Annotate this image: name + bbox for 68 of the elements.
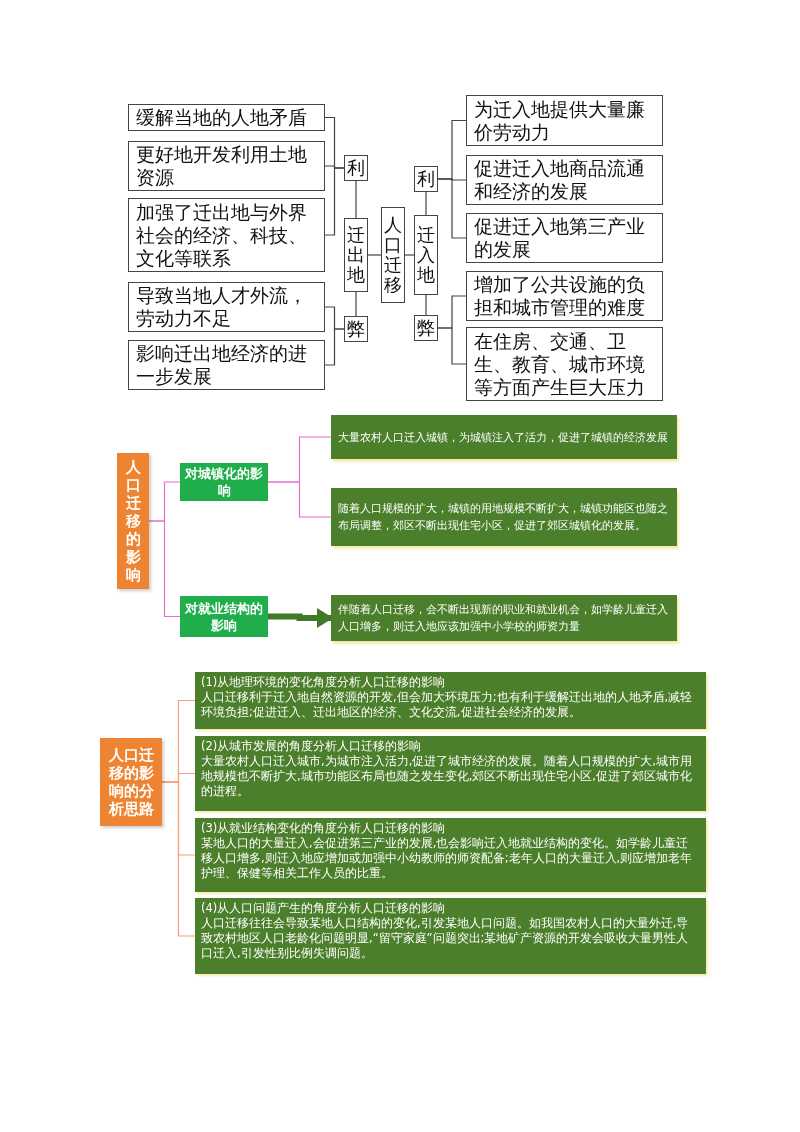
node-text: 缓解当地的人地矛盾 [136,106,307,129]
analysis-text: 人口迁移利于迁入地自然资源的开发,但会加大环境压力;也有利于缓解迁出地的人地矛盾,减轻环境负担;促进迁入、迁出地区的经济、文化交流,促进社会经济的发展。 [201,690,694,720]
analysis-heading: (2)从城市发展的角度分析人口迁移的影响 [201,739,423,754]
detail-box [331,488,677,546]
text-box [466,271,663,321]
connector-line [437,178,467,239]
node-text: 弊 [417,318,435,338]
connector-line [355,180,357,219]
text-box [466,213,663,263]
connector-line [355,291,357,317]
node-text: 加强了迁出地与外界社会的经济、科技、文化等联系 [136,200,308,270]
text-box [128,340,325,390]
analysis-heading: (1)从地理环境的变化角度分析人口迁移的影响 [201,675,447,690]
node-text: 迁出地 [347,225,365,285]
topic-box [117,453,149,589]
node-text: 随着人口规模的扩大，城镇的用地规模不断扩大，城镇功能区也随之布局调整，郊区不断出现住宅小区，促进了郊区城镇化的发展。 [338,501,669,534]
node-text: 人口迁移 [384,215,402,295]
analysis-text: 人口迁移往往会导致某地人口结构的变化,引发某地人口问题。如我国农村人口的大量外迁,导致农村地区人口老龄化问题明显,“留守家庭”问题突出;某地矿产资源的开发会吸收大量男性人口迁入,引发性别比例失调问题。 [201,916,690,961]
connector-line [425,191,427,216]
node-text: 导致当地人才外流，劳动力不足 [136,284,308,330]
analysis-text: 大量农村人口迁入城市,为城市注入活力,促进了城市经济的发展。随着人口规模的扩大,城市用地规模也不断扩大,城市功能区布局也随之发生变化,郊区不断出现住宅小区,促进了郊区城市化的进程。 [201,754,693,799]
node-text: 增加了公共设施的负担和城市管理的难度 [474,273,646,319]
node-text: 弊 [347,319,365,339]
label-box [381,207,405,303]
analysis-heading: (4)从人口问题产生的角度分析人口迁移的影响 [201,901,447,916]
connector-line [437,327,467,365]
topic-box [100,738,162,826]
text-box [466,155,663,205]
node-text: 促进迁入地第三产业的发展 [474,215,646,261]
label-box [414,215,438,295]
node-text: 伴随着人口迁移，会不断出现新的职业和就业机会，如学龄儿童迁入人口增多，则迁入地应该加强中小学校的师资力量 [338,602,669,635]
connector-line [324,328,345,366]
text-box [128,198,325,272]
text-box [466,327,663,401]
node-text: 对城镇化的影响 [184,465,264,499]
analysis-text: 某地人口的大量迁入,会促进第三产业的发展,也会影响迁入地就业结构的变化。如学龄儿童迁移人口增多,则迁入地应增加或加强中小幼教师的师资配备;老年人口的大量迁入,则应增加老年护理、保健等相关工作人员的比重。 [201,836,694,881]
node-text: 促进迁入地商品流通和经济的发展 [474,157,646,203]
node-text: 利 [347,158,365,178]
analysis-heading: (3)从就业结构变化的角度分析人口迁移的影响 [201,821,447,836]
analysis-box [195,672,706,729]
node-text: 为迁入地提供大量廉价劳动力 [474,97,646,144]
connector-line [324,167,345,236]
node-text: 利 [417,169,435,189]
node-text: 人口迁移的影响 [125,458,141,584]
text-box [128,141,325,191]
connector-line [148,520,181,618]
connector-line [267,481,332,518]
connector-line [425,294,427,316]
detail-box [331,595,677,641]
connector-line [161,781,196,937]
node-text: 迁入地 [417,225,435,285]
analysis-box [195,898,706,974]
node-text: 人口迁移的影响的分析思路 [108,746,154,818]
node-text: 大量农村人口迁入城镇，为城镇注入了活力，促进了城镇的经济发展 [338,429,668,446]
label-box [344,218,368,292]
detail-box [331,415,677,459]
node-text: 对就业结构的影响 [184,599,264,634]
node-text: 更好地开发利用土地资源 [136,143,308,189]
node-text: 在住房、交通、卫生、教育、城市环境等方面产生巨大压力 [474,329,646,399]
connector-line [404,254,415,256]
text-box [128,282,325,332]
text-box [466,95,663,146]
text-box [128,104,325,131]
node-text: 影响迁出地经济的进一步发展 [136,342,308,388]
connector-line [367,254,382,256]
arrow [268,608,333,628]
analysis-box [195,736,706,811]
analysis-box [195,818,706,892]
